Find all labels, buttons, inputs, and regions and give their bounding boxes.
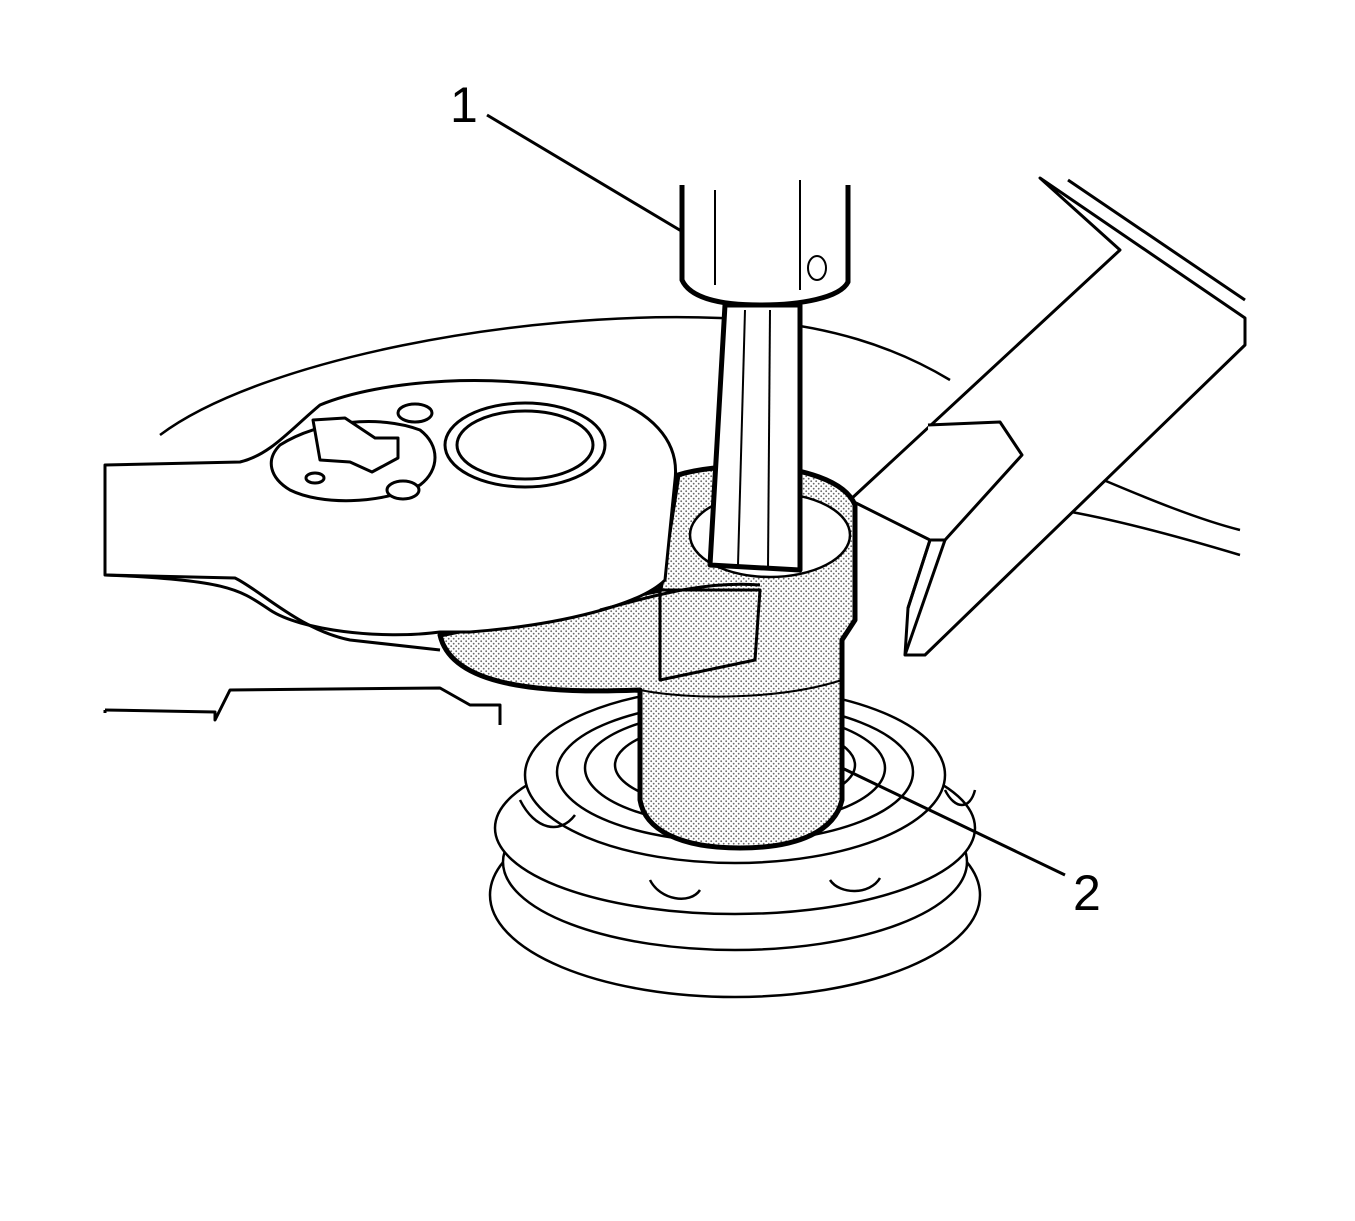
callout-label-1: 1 [450,77,478,133]
leader-line-2 [841,766,1066,877]
control-arm [848,176,1247,657]
leader-line-1 [486,113,684,234]
leader-lines [486,113,1066,877]
callout-label-2: 2 [1073,865,1101,921]
ratchet-wrench [103,379,762,725]
hex-bit-tool [679,180,851,573]
